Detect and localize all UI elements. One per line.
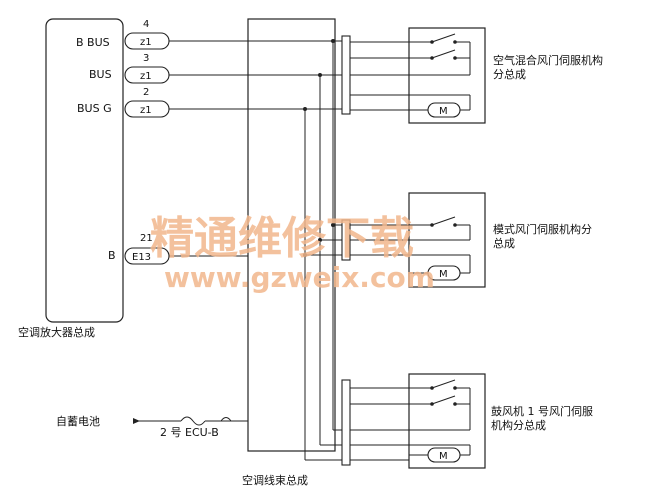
amplifier-label: 空调放大器总成: [18, 325, 95, 339]
svg-text:M: M: [439, 106, 448, 117]
harness-label: 空调线束总成: [242, 473, 308, 487]
servo-1-label-line2: 分总成: [493, 67, 526, 81]
terminal-label-bus-g: BUS G: [77, 102, 112, 115]
watermark-title: 精通维修下载: [150, 213, 414, 264]
pin-number-4: 4: [143, 19, 149, 30]
battery-label: 自蓄电池: [56, 415, 100, 428]
terminal-label-b: B: [108, 249, 116, 262]
servo-3-label-line1: 鼓风机 1 号风门伺服: [491, 404, 593, 418]
wires: [133, 40, 342, 461]
motor-icon: M: [427, 447, 461, 463]
svg-text:z1: z1: [140, 105, 152, 116]
connector-z1-busg: z1: [124, 100, 170, 118]
motor-icon: M: [427, 265, 461, 281]
servo-2-label-line2: 总成: [493, 236, 515, 250]
harness-box: [247, 18, 336, 452]
pin-number-3: 3: [143, 53, 149, 64]
svg-text:M: M: [439, 451, 448, 462]
watermark-url: www.gzweix.com: [164, 261, 435, 294]
terminal-label-bus: BUS: [89, 68, 112, 81]
pin-number-2: 2: [143, 87, 149, 98]
motor-icon: M: [427, 102, 461, 118]
servo-3-label-line2: 机构分总成: [491, 418, 546, 432]
fuse-label: 2 号 ECU-B: [160, 426, 219, 439]
amplifier-box: [45, 18, 124, 323]
servo-3: M: [350, 373, 486, 469]
connector-z1-bbus: z1: [124, 32, 170, 50]
servo-2-label-line1: 模式风门伺服机构分: [493, 222, 592, 236]
pin-number-21: 21: [140, 233, 153, 244]
connector-z1-bus: z1: [124, 66, 170, 84]
arrow-icon: [133, 418, 140, 424]
junction-dots: [303, 39, 335, 257]
svg-text:z1: z1: [140, 37, 152, 48]
terminal-label-b-bus: B BUS: [76, 36, 110, 49]
svg-text:M: M: [439, 269, 448, 280]
servo-1: M: [350, 27, 486, 124]
svg-text:z1: z1: [140, 71, 152, 82]
svg-text:E13: E13: [132, 252, 151, 263]
servo-2: M: [350, 192, 486, 288]
servo-1-label-line1: 空气混合风门伺服机构: [493, 53, 603, 67]
connector-e13: E13: [124, 247, 170, 265]
